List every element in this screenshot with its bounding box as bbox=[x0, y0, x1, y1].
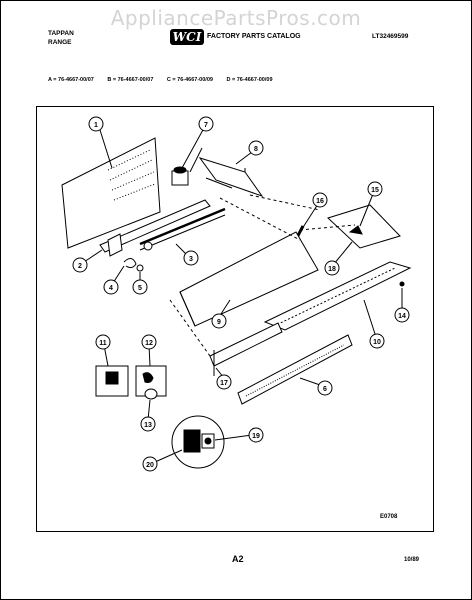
callout-18: 18 bbox=[324, 260, 340, 276]
svg-text:17: 17 bbox=[220, 380, 228, 387]
model-b: B = 76-4667-00/07 bbox=[107, 77, 154, 83]
svg-text:19: 19 bbox=[252, 433, 260, 440]
callout-16: 16 bbox=[312, 192, 328, 208]
callout-2: 2 bbox=[72, 257, 88, 273]
part-front-rail bbox=[237, 334, 353, 405]
callout-11: 11 bbox=[95, 334, 111, 350]
svg-text:15: 15 bbox=[371, 187, 379, 194]
part-terminal-block bbox=[95, 365, 167, 400]
part-rail bbox=[99, 199, 226, 257]
svg-text:13: 13 bbox=[144, 422, 152, 429]
model-d: D = 76-4667-00/09 bbox=[226, 77, 273, 83]
diagram-code: E0708 bbox=[380, 514, 398, 520]
part-support-bracket bbox=[327, 204, 401, 249]
callout-20: 20 bbox=[142, 456, 158, 472]
callout-15: 15 bbox=[367, 181, 383, 197]
svg-text:16: 16 bbox=[316, 198, 324, 205]
callout-6: 6 bbox=[317, 380, 333, 396]
svg-text:7: 7 bbox=[204, 122, 208, 129]
callout-5: 5 bbox=[132, 279, 148, 295]
callout-17: 17 bbox=[216, 374, 232, 390]
model-a: A = 76-4667-00/07 bbox=[48, 77, 94, 83]
catalog-number: LT32469599 bbox=[372, 33, 409, 40]
brand-line-2: RANGE bbox=[48, 39, 72, 46]
svg-text:6: 6 bbox=[323, 386, 327, 393]
part-end-bracket bbox=[209, 322, 283, 376]
svg-text:18: 18 bbox=[328, 266, 336, 273]
svg-text:20: 20 bbox=[146, 462, 154, 469]
callout-13: 13 bbox=[140, 416, 156, 432]
callout-19: 19 bbox=[248, 427, 264, 443]
brand-line-1: TAPPAN bbox=[48, 30, 74, 37]
part-back-panel bbox=[61, 137, 161, 249]
model-c: C = 76-4667-00/09 bbox=[166, 77, 213, 83]
svg-text:8: 8 bbox=[254, 146, 258, 153]
callout-14: 14 bbox=[394, 307, 410, 323]
svg-text:3: 3 bbox=[189, 256, 193, 263]
brand-logo: WCI bbox=[170, 29, 204, 45]
svg-text:10: 10 bbox=[373, 339, 381, 346]
catalog-title: FACTORY PARTS CATALOG bbox=[207, 33, 301, 40]
callout-1: 1 bbox=[88, 116, 104, 132]
part-switch-assembly bbox=[171, 415, 225, 469]
part-lower-panel bbox=[179, 231, 319, 327]
callout-8: 8 bbox=[248, 140, 264, 156]
svg-text:1: 1 bbox=[94, 122, 98, 129]
callout-3: 3 bbox=[183, 250, 199, 266]
callout-4: 4 bbox=[103, 279, 119, 295]
svg-text:11: 11 bbox=[99, 340, 107, 347]
watermark: AppliancePartsPros.com bbox=[110, 6, 362, 30]
callout-7: 7 bbox=[198, 116, 214, 132]
callout-10: 10 bbox=[369, 333, 385, 349]
part-bracket bbox=[198, 157, 264, 197]
svg-text:9: 9 bbox=[217, 319, 221, 326]
svg-text:5: 5 bbox=[138, 285, 142, 292]
callout-12: 12 bbox=[141, 334, 157, 350]
revision-date: 10/89 bbox=[404, 557, 420, 563]
callout-9: 9 bbox=[211, 313, 227, 329]
svg-text:4: 4 bbox=[109, 285, 113, 292]
part-switch bbox=[171, 147, 203, 186]
svg-text:2: 2 bbox=[78, 263, 82, 270]
diagram-frame bbox=[36, 106, 434, 532]
svg-text:12: 12 bbox=[145, 340, 153, 347]
leader-lines bbox=[83, 127, 403, 463]
callout-labels: 1 2 3 4 5 6 7 8 9 10 11 12 13 14 15 16 1… bbox=[72, 116, 410, 472]
svg-text:14: 14 bbox=[398, 313, 406, 320]
model-list: A = 76-4667-00/07 B = 76-4667-00/07 C = … bbox=[48, 77, 285, 83]
part-clips bbox=[123, 258, 144, 272]
page-label: A2 bbox=[232, 554, 244, 564]
